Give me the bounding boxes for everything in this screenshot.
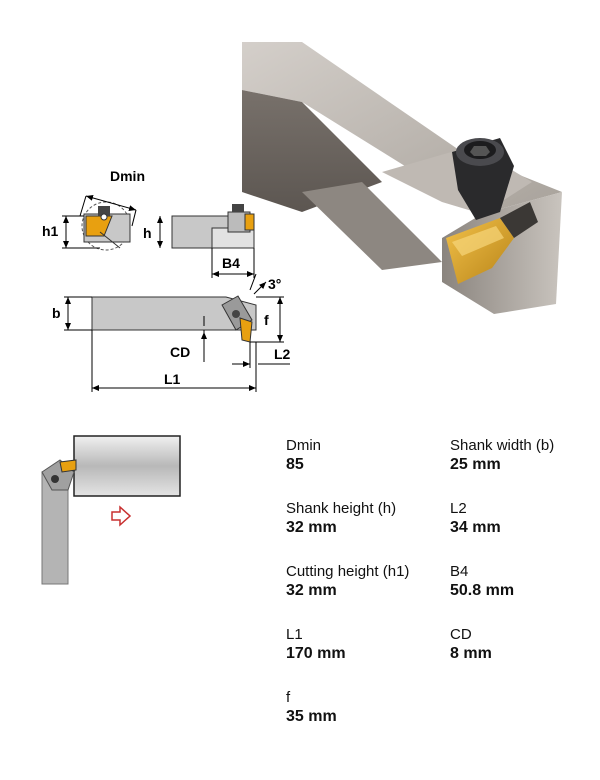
label-cd: CD — [170, 344, 190, 360]
spec-label: f — [286, 689, 291, 706]
spec-label: Cutting height (h1) — [286, 563, 410, 580]
technical-drawing: Dmin h1 h B4 — [42, 168, 291, 392]
spec-dmin: Dmin 85 — [286, 437, 436, 475]
spec-cd: CD 8 mm — [450, 626, 600, 664]
spec-value: 85 — [286, 456, 304, 473]
spec-label: B4 — [450, 563, 469, 580]
arrow-right-icon — [111, 505, 132, 527]
spec-value: 50.8 mm — [450, 582, 515, 599]
spec-cutting-height: Cutting height (h1) 32 mm — [286, 563, 436, 601]
label-l1: L1 — [164, 371, 181, 387]
spec-value: 32 mm — [286, 582, 337, 599]
side-view — [157, 204, 255, 278]
spec-label: L1 — [286, 626, 303, 643]
label-f: f — [264, 312, 269, 328]
specifications: Dmin 85 Shank width (b) 25 mm Shank heig… — [286, 437, 586, 737]
spec-f: f 35 mm — [286, 689, 436, 727]
spec-label: Dmin — [286, 437, 322, 454]
label-b: b — [52, 305, 61, 321]
label-dmin: Dmin — [110, 168, 145, 184]
spec-shank-width: Shank width (b) 25 mm — [450, 437, 600, 475]
spec-value: 170 mm — [286, 645, 346, 662]
spec-label: L2 — [450, 500, 467, 517]
spec-label: Shank width (b) — [450, 437, 555, 454]
spec-b4: B4 50.8 mm — [450, 563, 600, 601]
label-h1: h1 — [42, 223, 59, 239]
product-photo — [242, 42, 562, 314]
operation-diagram — [41, 435, 181, 585]
label-b4: B4 — [222, 255, 240, 271]
label-l2: L2 — [274, 346, 291, 362]
spec-l1: L1 170 mm — [286, 626, 436, 664]
spec-value: 32 mm — [286, 519, 337, 536]
spec-value: 34 mm — [450, 519, 501, 536]
label-angle: 3° — [268, 276, 281, 292]
spec-label: CD — [450, 626, 472, 643]
spec-l2: L2 34 mm — [450, 500, 600, 538]
spec-label: Shank height (h) — [286, 500, 397, 517]
top-view — [64, 273, 290, 392]
spec-value: 25 mm — [450, 456, 501, 473]
front-view — [62, 194, 137, 251]
label-h: h — [143, 225, 152, 241]
spec-shank-height: Shank height (h) 32 mm — [286, 500, 436, 538]
spec-value: 8 mm — [450, 645, 492, 662]
spec-value: 35 mm — [286, 708, 337, 725]
